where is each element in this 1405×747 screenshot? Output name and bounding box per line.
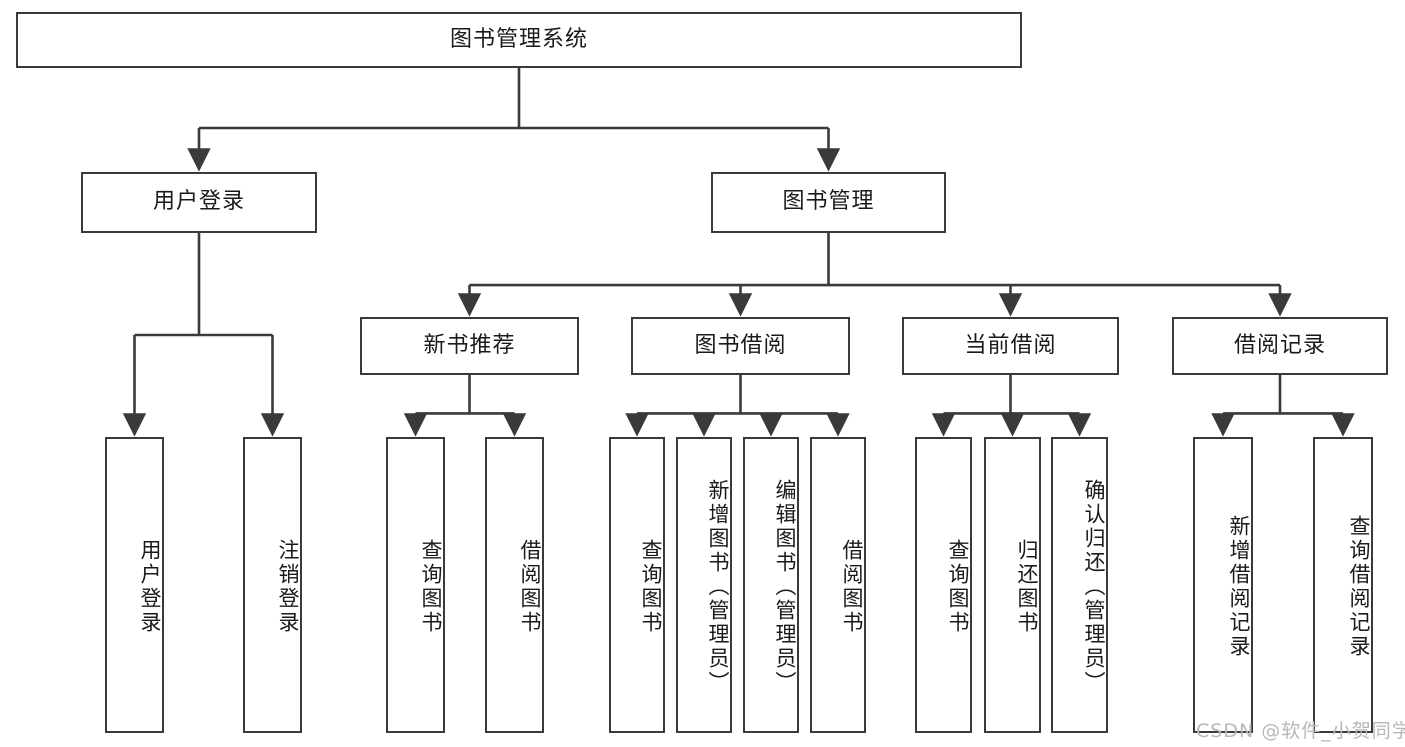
node-leaf-add-book[interactable]: 新增图书（管理员） — [676, 437, 732, 733]
node-leaf-confirm-return[interactable]: 确认归还（管理员） — [1051, 437, 1108, 733]
node-new-book-recommend[interactable]: 新书推荐 — [360, 317, 579, 375]
node-leaf-query-book-1[interactable]: 查询图书 — [386, 437, 445, 733]
node-leaf-add-borrow-record[interactable]: 新增借阅记录 — [1193, 437, 1253, 733]
node-leaf-query-book-2[interactable]: 查询图书 — [609, 437, 665, 733]
node-leaf-query-book-3[interactable]: 查询图书 — [915, 437, 972, 733]
node-borrow-record[interactable]: 借阅记录 — [1172, 317, 1388, 375]
node-leaf-user-login[interactable]: 用户登录 — [105, 437, 164, 733]
node-root[interactable]: 图书管理系统 — [16, 12, 1022, 68]
node-user-login[interactable]: 用户登录 — [81, 172, 317, 233]
node-leaf-logout[interactable]: 注销登录 — [243, 437, 302, 733]
node-leaf-borrow-book-1[interactable]: 借阅图书 — [485, 437, 544, 733]
node-book-manage[interactable]: 图书管理 — [711, 172, 946, 233]
node-leaf-edit-book[interactable]: 编辑图书（管理员） — [743, 437, 799, 733]
node-book-borrow[interactable]: 图书借阅 — [631, 317, 850, 375]
node-leaf-return-book[interactable]: 归还图书 — [984, 437, 1041, 733]
node-leaf-query-borrow-record[interactable]: 查询借阅记录 — [1313, 437, 1373, 733]
node-current-borrow[interactable]: 当前借阅 — [902, 317, 1119, 375]
node-leaf-borrow-book-2[interactable]: 借阅图书 — [810, 437, 866, 733]
